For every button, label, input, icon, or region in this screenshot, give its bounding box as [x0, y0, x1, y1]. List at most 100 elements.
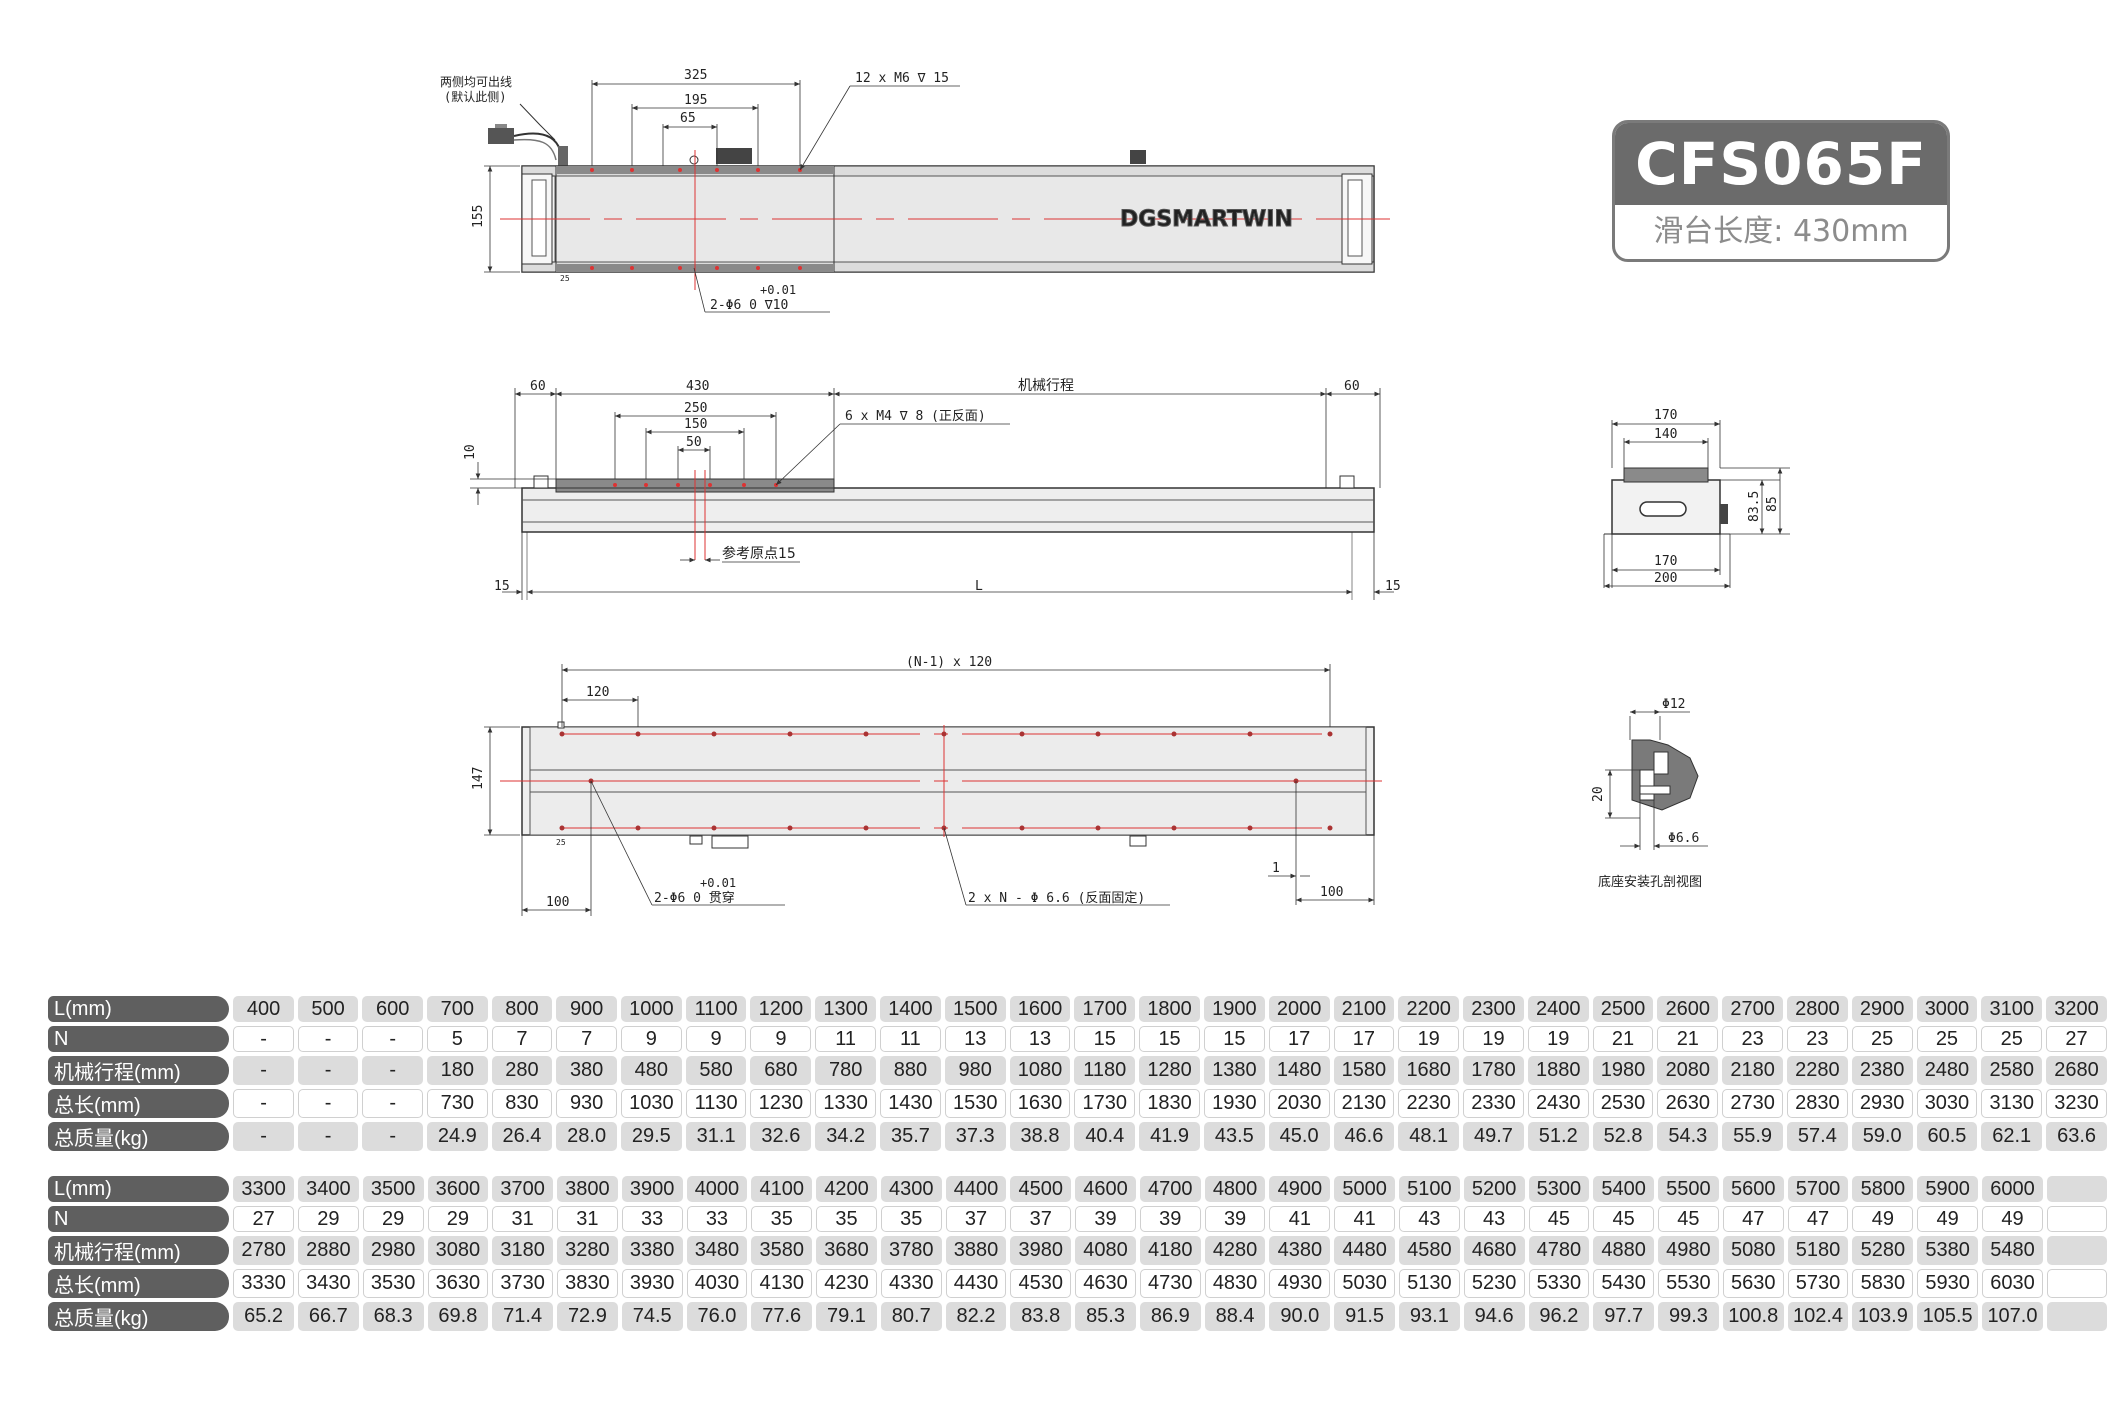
table-cell: -	[297, 1056, 359, 1085]
table-cell: 4200	[816, 1176, 877, 1202]
table-cell: 62.1	[1981, 1122, 2043, 1151]
table-cell: 100.8	[1722, 1302, 1784, 1331]
table-cell: 31	[492, 1206, 554, 1232]
table-cell: 47	[1787, 1206, 1849, 1232]
table-cell: 41.9	[1139, 1122, 1200, 1151]
table-cell: 3430	[297, 1269, 359, 1298]
table-cell: 5430	[1593, 1269, 1655, 1298]
table-cell: 49	[1852, 1206, 1914, 1232]
table-cell: 3730	[492, 1269, 554, 1298]
table-cell: 3000	[1916, 996, 1978, 1022]
table-cell: 2280	[1786, 1056, 1848, 1085]
table-cell: 3030	[1916, 1089, 1978, 1118]
table-cell: 25	[1916, 1026, 1978, 1052]
table-cell: 28.0	[556, 1122, 617, 1151]
table-cell: 49.7	[1463, 1122, 1524, 1151]
dim-85: 85	[1765, 496, 1780, 512]
table-cell: -	[297, 1122, 359, 1151]
table-cell: 85.3	[1075, 1302, 1136, 1331]
table-cell: 6030	[1982, 1269, 2043, 1298]
table-cell: 2130	[1333, 1089, 1395, 1118]
table-cell: 88.4	[1204, 1302, 1266, 1331]
table-cell: 13	[1009, 1026, 1071, 1052]
table-cell: 48.1	[1398, 1122, 1460, 1151]
table-cell: 4130	[751, 1269, 813, 1298]
table-cell: 46.6	[1333, 1122, 1395, 1151]
table-cell: 3280	[557, 1236, 618, 1265]
table-cell: -	[297, 1089, 359, 1118]
bottom-view: 25 (N-1) x 120 120 147 +0.01 2-Φ6 0 贯穿 2…	[471, 655, 1390, 916]
table-cell: 4330	[880, 1269, 942, 1298]
dim-147: 147	[471, 767, 486, 790]
table-cell: 4830	[1204, 1269, 1266, 1298]
table-cell: 99.3	[1658, 1302, 1719, 1331]
table-cell: 2700	[1722, 996, 1783, 1022]
table-cell: 5100	[1398, 1176, 1460, 1202]
table-cell: 49	[1982, 1206, 2043, 1232]
table-cell: 4480	[1334, 1236, 1395, 1265]
table-cell: 1100	[685, 996, 747, 1022]
table-cell: 63.6	[2046, 1122, 2107, 1151]
table-cell: 1900	[1203, 996, 1265, 1022]
table-cell: 4730	[1139, 1269, 1201, 1298]
table-cell: 54.3	[1657, 1122, 1719, 1151]
table-cell: 5600	[1722, 1176, 1784, 1202]
dim-15-left: 15	[494, 579, 510, 594]
table-cell: 27	[233, 1206, 294, 1232]
section-caption: 底座安装孔剖视图	[1598, 874, 1702, 890]
table-cell: -	[362, 1122, 423, 1151]
dim-100-left: 100	[546, 895, 569, 910]
table-cell: 4530	[1010, 1269, 1072, 1298]
table-cell	[2046, 1269, 2107, 1298]
table-cell: 380	[556, 1056, 617, 1085]
table-cell: 1300	[815, 996, 877, 1022]
table-cell: 3530	[362, 1269, 424, 1298]
table-cell: 17	[1268, 1026, 1330, 1052]
table-cell: 43	[1398, 1206, 1460, 1232]
dim-60-right: 60	[1344, 379, 1360, 394]
table-cell: 9	[750, 1026, 812, 1052]
table-cell: 2530	[1592, 1089, 1654, 1118]
table-cell	[2046, 1206, 2107, 1232]
small-25-top: 25	[560, 274, 570, 283]
table-cell: 2080	[1657, 1056, 1719, 1085]
table-cell: 1480	[1268, 1056, 1330, 1085]
table-cell: 1330	[815, 1089, 877, 1118]
table-cell: 2980	[362, 1236, 424, 1265]
cable-leader	[519, 103, 556, 141]
table-cell: 77.6	[751, 1302, 813, 1331]
table-cell: 3380	[621, 1236, 683, 1265]
table-cell: 1600	[1009, 996, 1071, 1022]
table-cell: 180	[426, 1056, 488, 1085]
table-cell: 4680	[1463, 1236, 1525, 1265]
table-cell: 21	[1657, 1026, 1719, 1052]
dim-100-right: 100	[1320, 885, 1343, 900]
table-cell: 35	[816, 1206, 877, 1232]
table-cell: 2730	[1722, 1089, 1783, 1118]
table-cell: 1130	[685, 1089, 747, 1118]
table-cell: 66.7	[297, 1302, 359, 1331]
table-cell: 3130	[1981, 1089, 2043, 1118]
section-view: Φ12 20 Φ6.6 底座安装孔剖视图	[1591, 697, 1708, 890]
table-cell: 105.5	[1917, 1302, 1979, 1331]
table-cell: 2200	[1398, 996, 1460, 1022]
row-header: 机械行程(mm)	[48, 1236, 230, 1265]
table-cell: 11	[880, 1026, 941, 1052]
table-cell: 3880	[945, 1236, 1007, 1265]
table-cell: 5330	[1528, 1269, 1590, 1298]
table-cell: 19	[1398, 1026, 1460, 1052]
table-cell: 68.3	[362, 1302, 424, 1331]
table-cell: 3630	[427, 1269, 489, 1298]
side-base	[521, 487, 1375, 533]
dim-65: 65	[680, 111, 696, 126]
row-header: L(mm)	[48, 1176, 230, 1202]
table-cell: 4430	[945, 1269, 1007, 1298]
table-cell: 1280	[1139, 1056, 1200, 1085]
table-cell: 40.4	[1074, 1122, 1136, 1151]
table-cell: 103.9	[1852, 1302, 1914, 1331]
table-cell: 29	[297, 1206, 359, 1232]
table-cell: -	[233, 1089, 294, 1118]
